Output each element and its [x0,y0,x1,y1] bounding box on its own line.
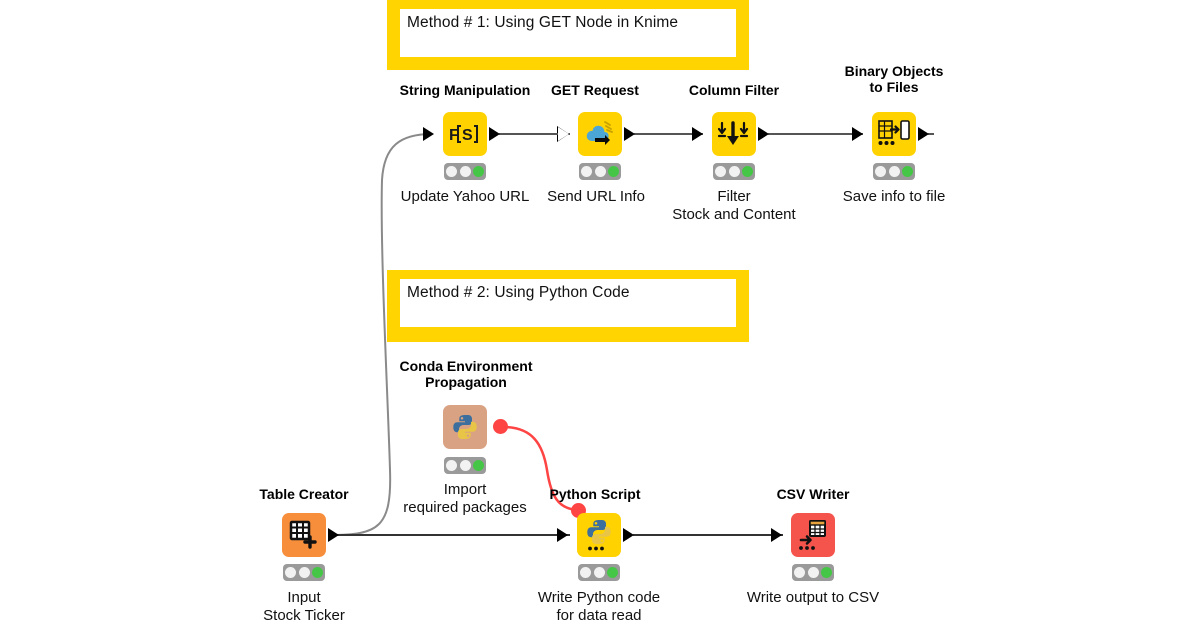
port-in-column-filter[interactable] [692,127,703,141]
port-out-column-filter[interactable] [758,127,769,141]
status-conda-environment-propagation [444,457,486,474]
node-title-binary-objects-to-files: Binary Objects to Files [844,63,944,96]
status-light-idle [581,166,593,177]
status-light-executed [741,166,753,177]
python-icon [587,520,611,551]
node-conda-environment-propagation[interactable] [443,405,487,449]
node-title-string-manipulation: String Manipulation [399,82,531,98]
status-light-idle [446,166,458,177]
svg-text:S: S [462,127,473,144]
node-subtitle-table-creator: Input Stock Ticker [263,589,345,624]
node-title-table-creator: Table Creator [259,486,349,502]
node-subtitle-string-manipulation: Update Yahoo URL [400,188,530,205]
binary-to-file-icon [878,120,910,145]
status-light-executed [820,567,832,578]
status-light-idle [794,567,806,578]
edge-table-creator-to-string-manipulation [329,133,433,536]
status-column-filter [713,163,755,180]
status-get-request [579,163,621,180]
status-light-executed [901,166,913,177]
node-csv-writer[interactable] [791,513,835,557]
port-out-binary-objects-to-files[interactable] [918,127,929,141]
node-title-python-script: Python Script [549,486,641,502]
port-out-python-script[interactable] [623,528,634,542]
status-light-executed [607,166,619,177]
status-light-configured [298,567,310,578]
node-string-manipulation[interactable]: F S [443,112,487,156]
node-subtitle-csv-writer: Write output to CSV [746,589,880,606]
annotation-method-1[interactable]: Method # 1: Using GET Node in Knime [387,0,749,70]
python-icon [453,415,477,439]
status-light-configured [594,166,606,177]
node-get-request[interactable] [578,112,622,156]
node-title-get-request: GET Request [551,82,639,98]
status-binary-objects-to-files [873,163,915,180]
status-light-idle [580,567,592,578]
status-light-executed [472,460,484,471]
status-light-configured [459,166,471,177]
port-in-string-manipulation[interactable] [423,127,434,141]
f-bracket-s-icon: F S [449,125,478,144]
node-title-conda-environment-propagation: Conda Environment Propagation [399,358,533,391]
status-python-script [578,564,620,581]
node-title-column-filter: Column Filter [688,82,780,98]
node-binary-objects-to-files[interactable] [872,112,916,156]
edge-conda-to-python-script [502,425,579,512]
annotation-method-1-inner [400,9,736,57]
status-light-configured [459,460,471,471]
annotation-method-2[interactable]: Method # 2: Using Python Code [387,270,749,342]
node-subtitle-conda-environment-propagation: Import required packages [403,481,527,516]
annotation-method-2-text: Method # 2: Using Python Code [407,284,630,301]
port-out-conda-flow-variable[interactable] [493,419,508,434]
node-column-filter[interactable] [712,112,756,156]
node-title-csv-writer: CSV Writer [776,486,850,502]
node-table-creator[interactable] [282,513,326,557]
port-in-get-request[interactable] [557,126,569,142]
status-light-idle [875,166,887,177]
port-in-python-script[interactable] [557,528,568,542]
status-csv-writer [792,564,834,581]
svg-text:F: F [449,127,459,144]
port-in-csv-writer[interactable] [771,528,782,542]
port-out-table-creator[interactable] [328,528,339,542]
status-light-executed [311,567,323,578]
status-light-idle [285,567,297,578]
status-light-executed [606,567,618,578]
node-python-script[interactable] [577,513,621,557]
column-filter-icon [718,121,749,145]
port-out-string-manipulation[interactable] [489,127,500,141]
status-light-configured [807,567,819,578]
annotation-method-1-text: Method # 1: Using GET Node in Knime [407,14,679,31]
status-light-idle [446,460,458,471]
table-plus-icon [289,520,317,549]
status-light-configured [593,567,605,578]
port-in-binary-objects-to-files[interactable] [852,127,863,141]
status-table-creator [283,564,325,581]
node-subtitle-get-request: Send URL Info [547,188,645,205]
status-light-configured [728,166,740,177]
status-light-idle [715,166,727,177]
node-subtitle-python-script: Write Python code for data read [537,589,661,624]
node-subtitle-binary-objects-to-files: Save info to file [842,188,946,205]
annotation-method-2-inner [400,279,736,327]
status-light-executed [472,166,484,177]
node-subtitle-column-filter: Filter Stock and Content [672,188,796,223]
status-string-manipulation [444,163,486,180]
csv-write-icon [799,520,826,550]
port-out-get-request[interactable] [624,127,635,141]
cloud-download-icon [586,121,613,145]
status-light-configured [888,166,900,177]
